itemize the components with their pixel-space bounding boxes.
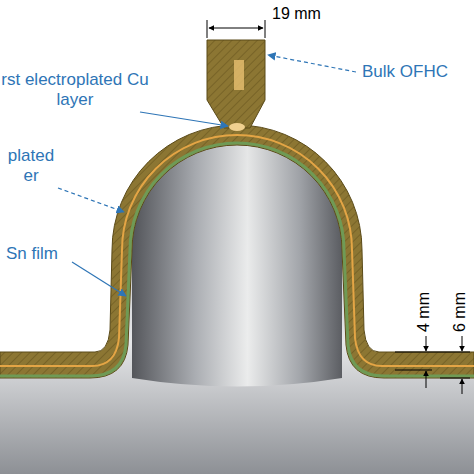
- first-plated-layer: [0, 135, 474, 366]
- extension-line: [440, 378, 470, 379]
- copper-wall: [0, 125, 474, 378]
- dimension-label: 4 mm: [414, 292, 434, 332]
- sn-film: [0, 143, 474, 376]
- beam-pipe-interior: [0, 145, 474, 474]
- part-label: Sn film: [6, 244, 58, 264]
- dimension-line: [426, 371, 427, 388]
- leader: [140, 112, 228, 126]
- joint: [229, 123, 245, 131]
- leader: [72, 262, 126, 296]
- extension-line: [265, 20, 266, 38]
- extension-line: [395, 352, 470, 353]
- part-label: plated er: [2, 146, 60, 186]
- cavity-interior: [132, 145, 342, 387]
- dimension-line: [462, 379, 463, 394]
- dimension-label: 19 mm: [272, 4, 321, 24]
- extension-line: [395, 370, 432, 371]
- leader: [268, 55, 356, 72]
- dimension-line: [209, 28, 263, 29]
- dimension-line: [426, 336, 427, 351]
- part-label: rst electroplated Cu layer: [0, 70, 150, 110]
- flange: [207, 40, 265, 128]
- part-label: Bulk OFHC: [362, 62, 448, 82]
- dimension-line: [462, 336, 463, 351]
- extension-line: [207, 20, 208, 38]
- flange-highlight: [234, 60, 244, 90]
- leader: [58, 188, 124, 212]
- dimension-label: 6 mm: [450, 292, 470, 332]
